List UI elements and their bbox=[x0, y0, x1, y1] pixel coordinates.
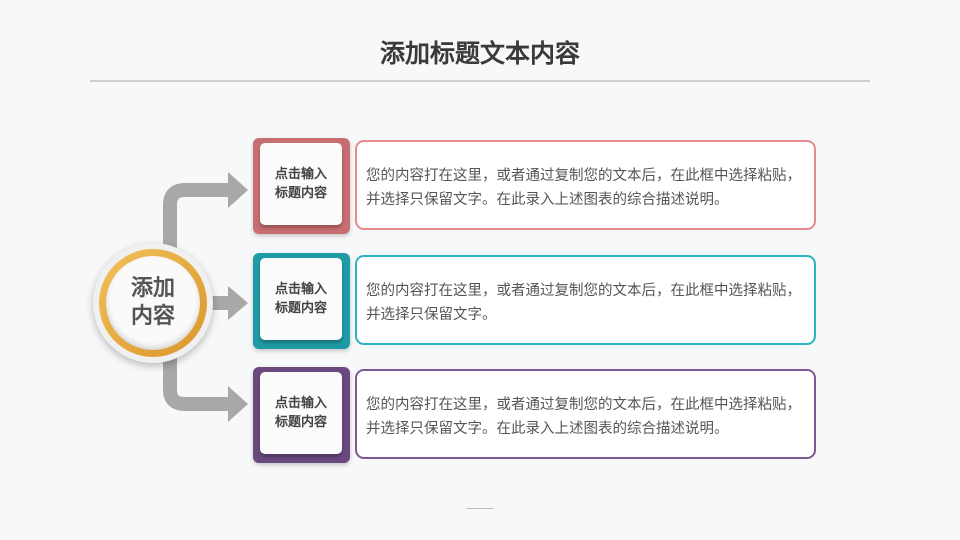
text-box-1[interactable]: 您的内容打在这里，或者通过复制您的文本后，在此框中选择粘贴，并选择只保留文字。在… bbox=[355, 140, 816, 230]
footer-mark bbox=[466, 508, 494, 509]
title-line2: 标题内容 bbox=[274, 186, 327, 201]
title-line1: 点击输入 bbox=[274, 282, 327, 297]
arrow-top-head bbox=[228, 172, 248, 208]
arrow-mid-head bbox=[228, 286, 248, 320]
title-box-3[interactable]: 点击输入标题内容 bbox=[253, 367, 350, 463]
title-line2: 标题内容 bbox=[274, 301, 327, 316]
title-line1: 点击输入 bbox=[274, 167, 327, 182]
title-line1: 点击输入 bbox=[274, 396, 327, 411]
center-line2: 内容 bbox=[130, 304, 175, 329]
page-title: 添加标题文本内容 bbox=[379, 39, 580, 68]
arrow-bottom-shaft bbox=[163, 356, 230, 411]
title-box-1[interactable]: 点击输入标题内容 bbox=[253, 138, 350, 234]
title-divider bbox=[90, 80, 870, 82]
title-line2: 标题内容 bbox=[274, 415, 327, 430]
center-line1: 添加 bbox=[130, 276, 175, 301]
arrow-top-shaft bbox=[163, 183, 230, 250]
arrow-bottom-head bbox=[228, 386, 248, 422]
center-node: 添加内容 bbox=[93, 243, 213, 363]
text-box-3[interactable]: 您的内容打在这里，或者通过复制您的文本后，在此框中选择粘贴，并选择只保留文字。在… bbox=[355, 369, 816, 459]
title-box-2[interactable]: 点击输入标题内容 bbox=[253, 253, 350, 349]
text-box-2[interactable]: 您的内容打在这里，或者通过复制您的文本后，在此框中选择粘贴，并选择只保留文字。 bbox=[355, 255, 816, 345]
